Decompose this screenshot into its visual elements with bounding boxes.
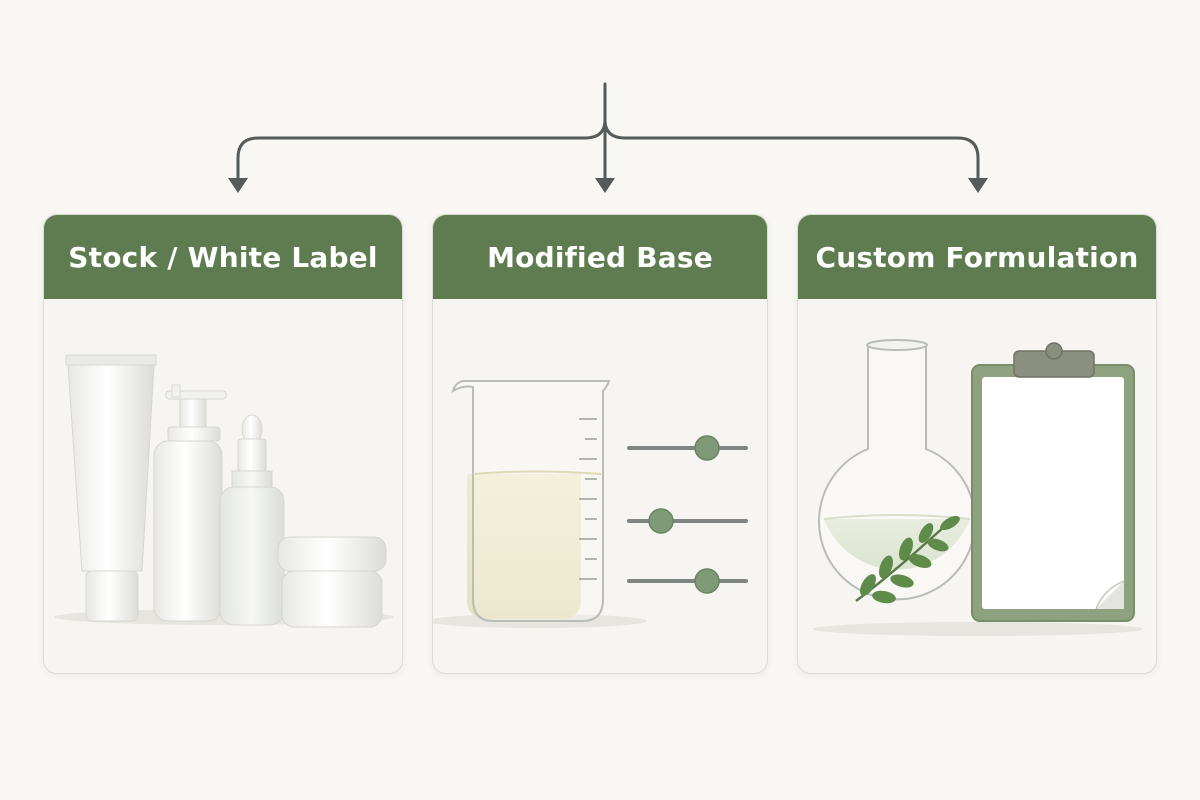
card-modified-base: Modified Base [432, 214, 768, 674]
arrow-center-icon [595, 178, 615, 193]
flask-icon [818, 339, 976, 601]
clipboard-icon [971, 342, 1135, 622]
tube-icon [65, 354, 157, 622]
card-title: Modified Base [487, 240, 713, 274]
leaf-sprig-icon [855, 516, 960, 604]
slider-controls [627, 435, 748, 594]
card-illustration [433, 299, 767, 673]
slider-3 [627, 568, 748, 594]
branch-connector [228, 82, 988, 193]
card-illustration [798, 299, 1156, 673]
card-title: Custom Formulation [815, 240, 1139, 274]
card-illustration [44, 299, 402, 673]
card-header: Custom Formulation [798, 215, 1156, 299]
slider-2 [627, 508, 748, 534]
card-title: Stock / White Label [68, 240, 378, 274]
branch-left-line [236, 118, 607, 182]
cream-jar-icon [277, 536, 387, 628]
arrow-left-icon [228, 178, 248, 193]
dropper-bottle-icon [219, 414, 285, 626]
card-custom-formulation: Custom Formulation [797, 214, 1157, 674]
card-stock-white-label: Stock / White Label [43, 214, 403, 674]
card-header: Stock / White Label [44, 215, 402, 299]
slider-1 [627, 435, 748, 461]
arrow-right-icon [968, 178, 988, 193]
branch-right-line [603, 118, 980, 182]
pump-bottle-icon [153, 384, 227, 622]
card-header: Modified Base [433, 215, 767, 299]
beaker-icon [451, 380, 611, 622]
